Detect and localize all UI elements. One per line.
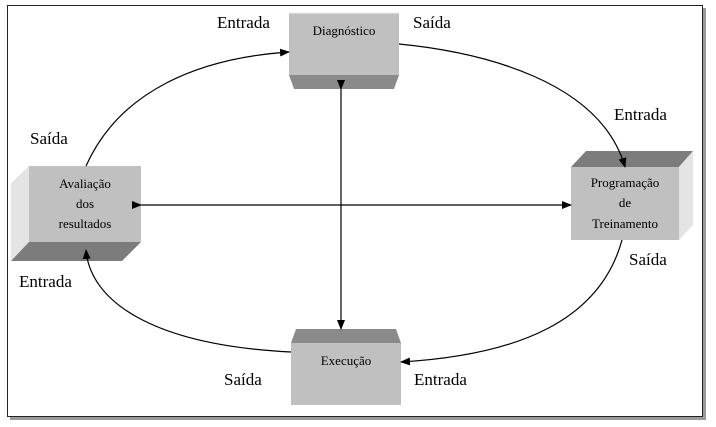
arrow-execucao-to-avaliacao — [82, 249, 292, 353]
label-diagnostico-entrada: Entrada — [217, 13, 270, 32]
arrow-avaliacao-to-diagnostico — [85, 48, 290, 167]
avaliacao-line-3: resultados — [58, 216, 112, 232]
box-avaliacao — [11, 166, 141, 261]
label-diagnostico-saida: Saída — [413, 13, 451, 32]
arrow-programacao-to-execucao — [400, 239, 623, 366]
box-programacao-label: Programação de Treinamento — [571, 167, 679, 240]
avaliacao-line-1: Avaliação — [59, 175, 111, 191]
programacao-line-1: Programação — [590, 175, 660, 191]
programacao-line-3: Treinamento — [592, 215, 658, 231]
label-avaliacao-entrada: Entrada — [19, 272, 72, 291]
label-avaliacao-saida: Saída — [30, 129, 68, 148]
box-avaliacao-label: Avaliação dos resultados — [29, 166, 141, 242]
label-programacao-saida: Saída — [629, 250, 667, 269]
box-execucao — [291, 329, 401, 405]
execucao-text: Execução — [320, 352, 372, 368]
label-execucao-entrada: Entrada — [414, 370, 467, 389]
label-programacao-entrada: Entrada — [614, 105, 667, 124]
arrow-diagnostico-to-programacao — [398, 43, 627, 168]
diagnostico-text: Diagnóstico — [312, 22, 376, 38]
label-execucao-saida: Saída — [224, 370, 262, 389]
box-diagnostico-label: Diagnóstico — [289, 13, 399, 49]
avaliacao-line-2: dos — [75, 195, 95, 211]
box-programacao — [571, 151, 693, 240]
programacao-line-2: de — [618, 195, 632, 211]
box-execucao-label: Execução — [291, 343, 401, 379]
box-diagnostico — [289, 12, 399, 89]
